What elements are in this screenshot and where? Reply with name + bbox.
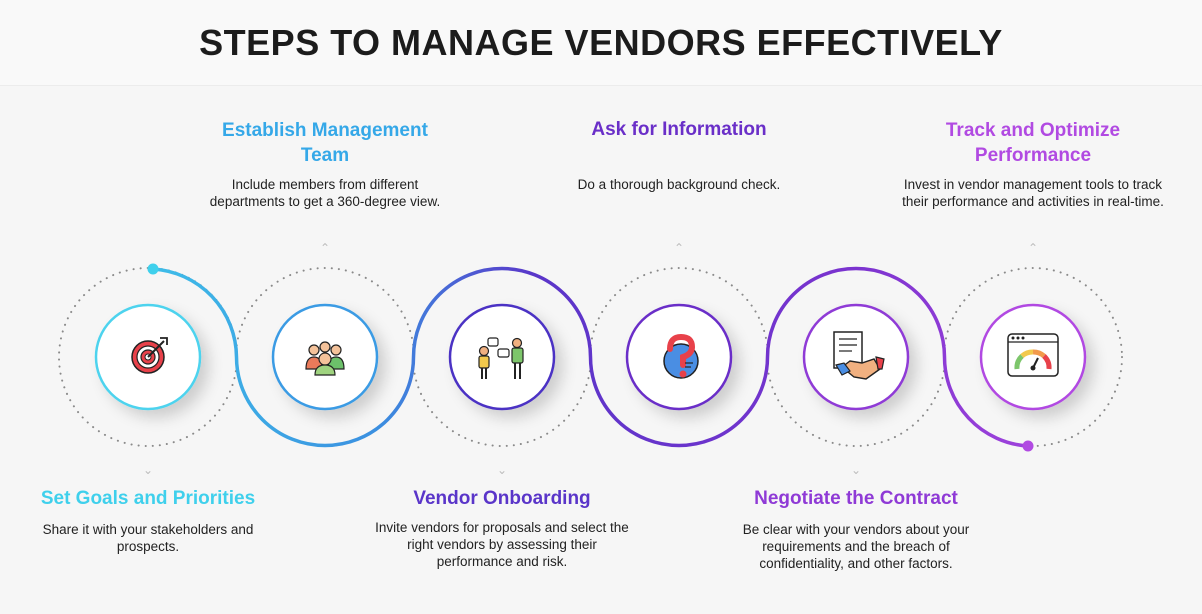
node-1 <box>94 303 202 411</box>
chevron-down-icon: ⌄ <box>496 463 508 477</box>
target-icon <box>131 337 168 374</box>
team-icon <box>305 341 345 376</box>
dotted-ring-6 <box>943 267 1123 447</box>
step-4-heading: Ask for Information <box>591 119 767 140</box>
step-5-description: Be clear with your vendors about your re… <box>742 522 970 571</box>
chevron-up-icon: ⌃ <box>1027 241 1039 255</box>
step-3-heading: Vendor Onboarding <box>413 488 591 509</box>
chevron-up-icon: ⌃ <box>673 241 685 255</box>
step-4-description: Do a thorough background check. <box>577 177 781 192</box>
step-3-description: Invite vendors for proposals and select … <box>375 520 629 569</box>
node-3 <box>448 303 556 411</box>
meeting-icon <box>478 337 524 379</box>
step-2-heading: Establish Management Team <box>222 120 428 166</box>
performance-gauge-icon <box>1007 333 1059 377</box>
node-2 <box>271 303 379 411</box>
step-1-description: Share it with your stakeholders and pros… <box>42 522 254 554</box>
flow-start-dot <box>147 263 159 275</box>
node-5 <box>802 303 910 411</box>
header-band <box>0 0 1202 86</box>
step-1-heading: Set Goals and Priorities <box>40 488 256 509</box>
step-6-heading: Track and Optimize Performance <box>945 120 1121 166</box>
contract-handshake-icon <box>833 331 885 380</box>
flow-end-dot <box>1022 440 1034 452</box>
step-2-description: Include members from different departmen… <box>209 177 441 209</box>
step-5-heading: Negotiate the Contract <box>754 488 958 509</box>
node-4 <box>625 303 733 411</box>
chevron-down-icon: ⌄ <box>850 463 862 477</box>
chevron-down-icon: ⌄ <box>142 463 154 477</box>
chevron-up-icon: ⌃ <box>319 241 331 255</box>
flow-line <box>151 266 1030 448</box>
question-icon <box>663 333 699 379</box>
node-6 <box>979 303 1087 411</box>
step-6-description: Invest in vendor management tools to tra… <box>902 177 1164 209</box>
page-title: STEPS TO MANAGE VENDORS EFFECTIVELY <box>199 22 1003 63</box>
